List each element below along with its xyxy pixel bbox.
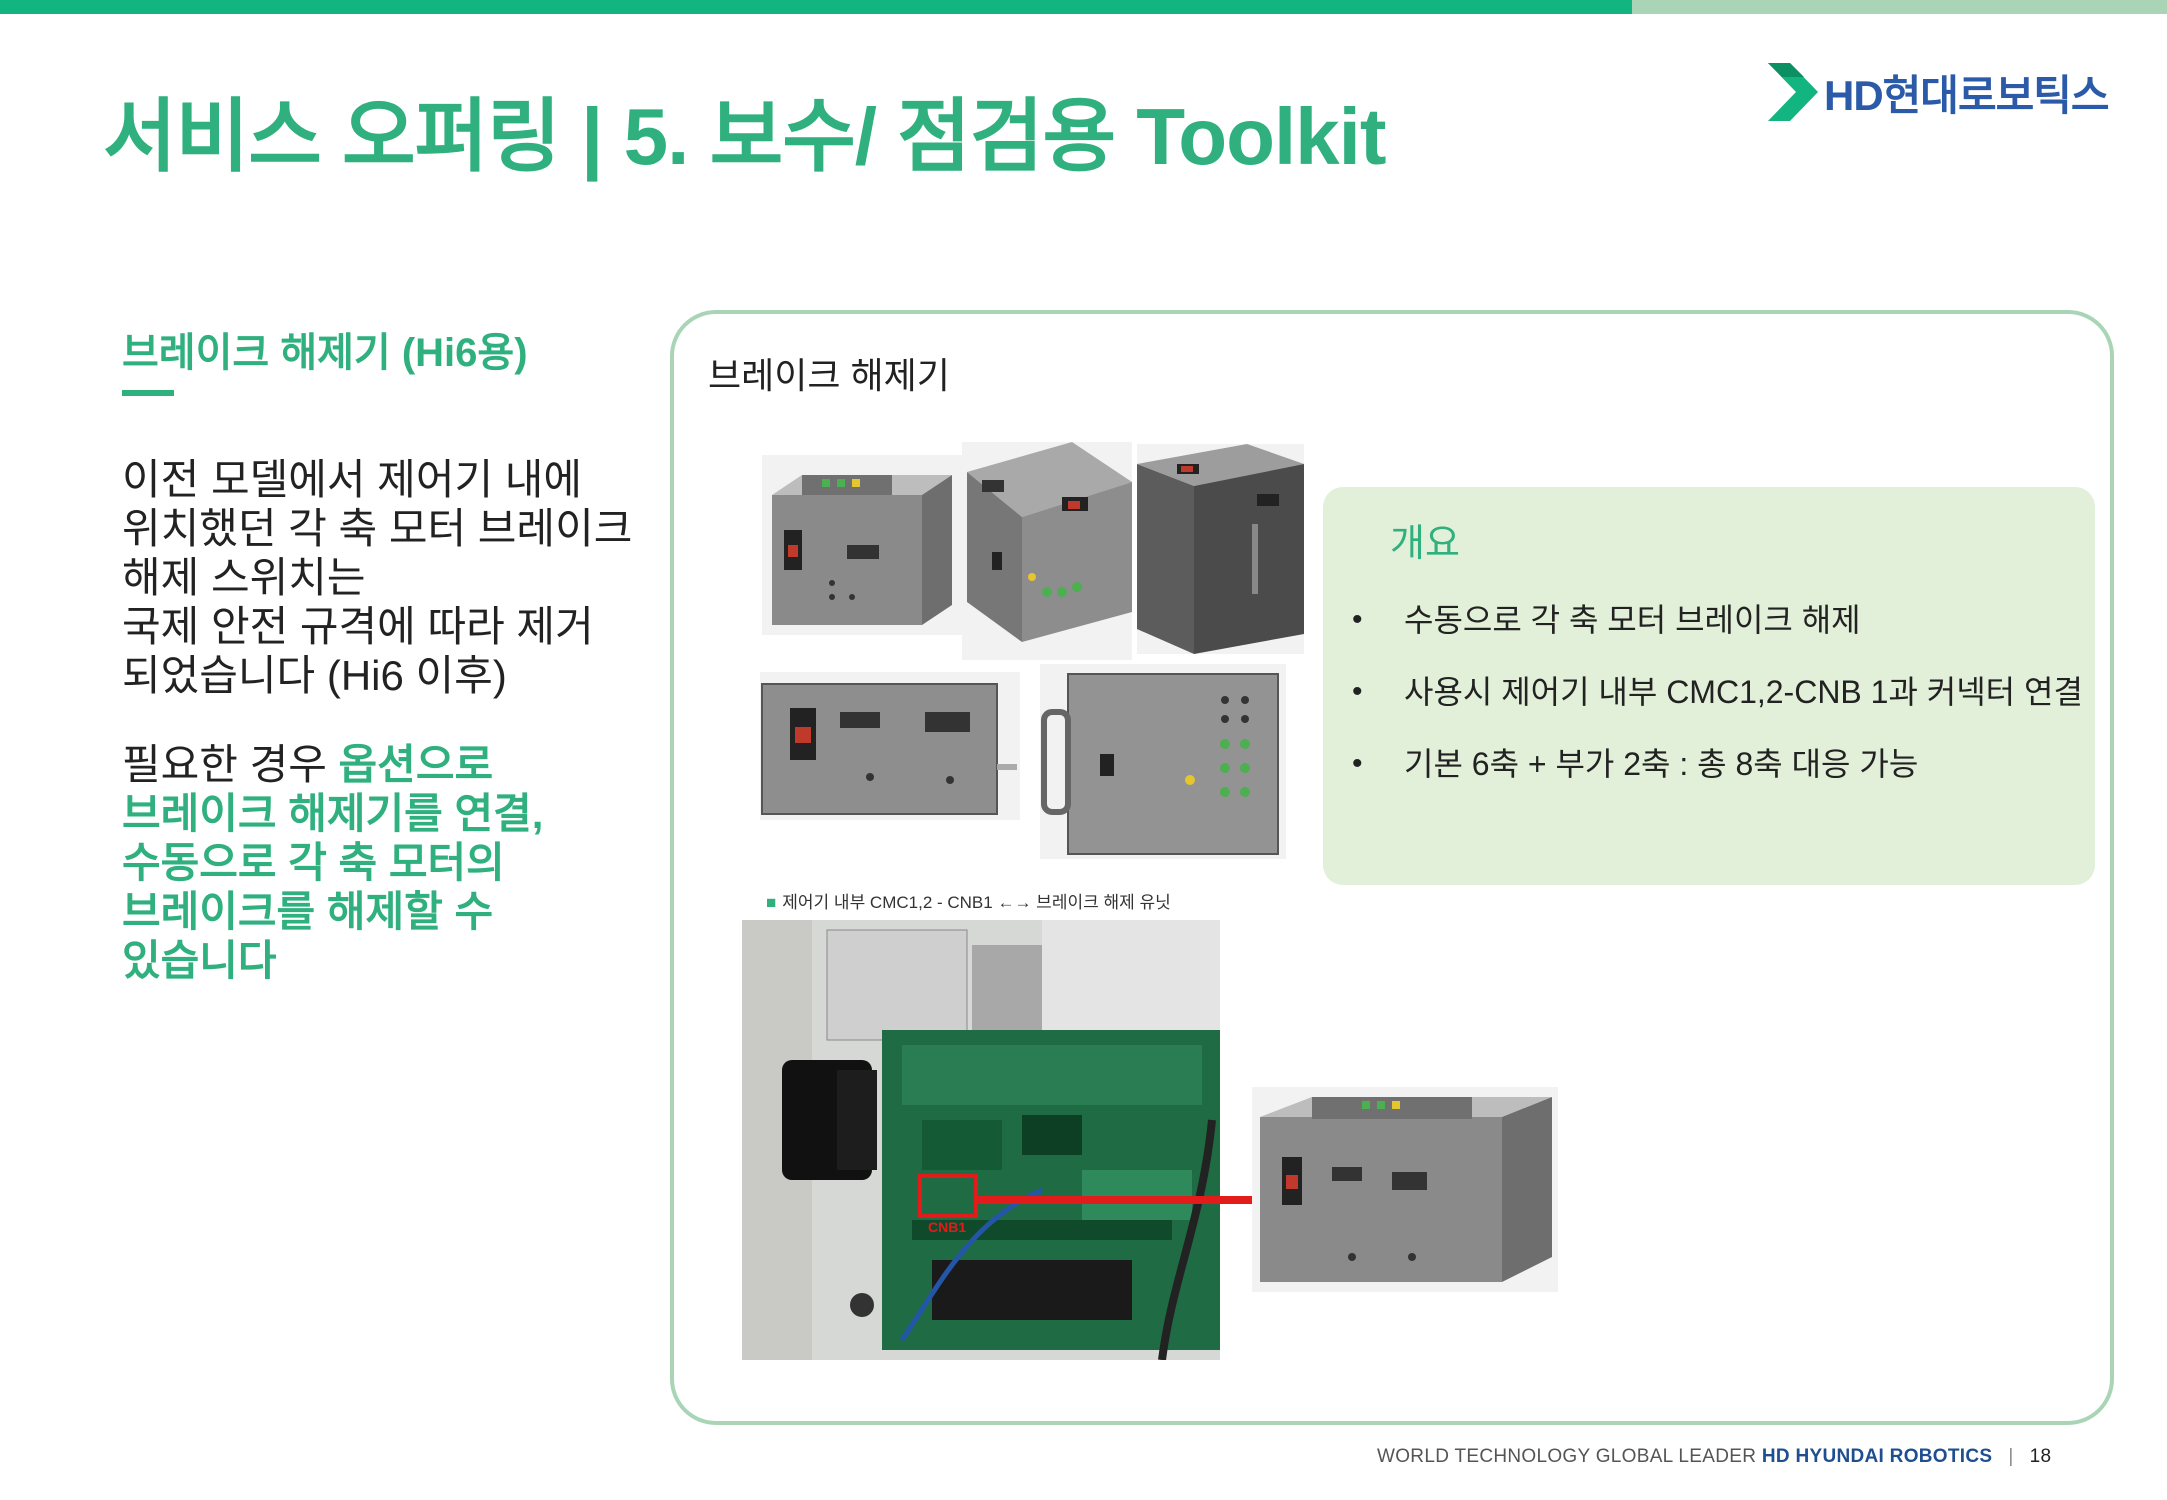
option-highlight: 수동으로 각 축 모터의 <box>122 839 505 886</box>
footer: WORLD TECHNOLOGY GLOBAL LEADER HD HYUNDA… <box>1377 1446 2051 1468</box>
top-accent-bar <box>0 0 1632 14</box>
brake-release-unit-back-image <box>1040 664 1286 859</box>
heading-underline <box>122 390 174 396</box>
brake-release-unit-top-image <box>962 442 1132 660</box>
company-logo: HD현대로보틱스 <box>1768 62 2110 122</box>
option-highlight: 브레이크를 해제할 수 <box>122 888 494 935</box>
intro-line: 이전 모델에서 제어기 내에 <box>122 456 583 503</box>
page-number: 18 <box>2029 1446 2052 1467</box>
photo-caption-text: 제어기 내부 CMC1,2 - CNB1 ←→ 브레이크 해제 유닛 <box>782 893 1171 912</box>
overview-bullet: 사용시 제어기 내부 CMC1,2-CNB 1과 커넥터 연결 <box>1352 670 2083 742</box>
brake-release-unit-image <box>762 455 962 635</box>
page-title: 서비스 오퍼링 | 5. 보수/ 점검용 Toolkit <box>103 92 1387 181</box>
option-highlight: 있습니다 <box>122 937 277 984</box>
logo-text: HD현대로보틱스 <box>1824 71 2110 119</box>
option-highlight: 옵션으로 <box>338 741 494 788</box>
controller-internal-photo: CNB1 <box>742 920 1220 1360</box>
panel-title: 브레이크 해제기 <box>708 355 950 396</box>
intro-line: 해제 스위치는 <box>122 554 366 601</box>
footer-brand: HD HYUNDAI ROBOTICS <box>1761 1446 1993 1467</box>
intro-line: 위치했던 각 축 모터 브레이크 <box>122 505 633 552</box>
overview-title: 개요 <box>1390 523 1460 565</box>
cnb1-label: CNB1 <box>928 1219 966 1235</box>
intro-line: 되었습니다 (Hi6 이후) <box>122 652 507 699</box>
option-highlight: 브레이크 해제기를 연결, <box>122 790 544 837</box>
logo-chevron-icon <box>1768 63 1818 121</box>
brake-release-unit-side-image <box>1137 444 1304 654</box>
intro-line: 국제 안전 규격에 따라 제거 <box>122 603 594 650</box>
overview-bullet-list: 수동으로 각 축 모터 브레이크 해제 사용시 제어기 내부 CMC1,2-CN… <box>1352 598 2083 814</box>
option-paragraph: 필요한 경우 옵션으로 브레이크 해제기를 연결, 수동으로 각 축 모터의 브… <box>122 740 682 985</box>
top-accent-bar-light <box>1632 0 2167 14</box>
footer-tagline: WORLD TECHNOLOGY GLOBAL LEADER <box>1377 1446 1762 1467</box>
footer-separator: | <box>2008 1446 2014 1467</box>
intro-paragraph: 이전 모델에서 제어기 내에 위치했던 각 축 모터 브레이크 해제 스위치는 … <box>122 455 682 700</box>
brake-release-unit-connected-image <box>1252 1087 1558 1292</box>
caption-bullet-icon: ■ <box>766 893 777 912</box>
overview-bullet: 수동으로 각 축 모터 브레이크 해제 <box>1352 598 2083 670</box>
section-heading: 브레이크 해제기 (Hi6용) <box>122 331 528 375</box>
overview-bullet: 기본 6축 + 부가 2축 : 총 8축 대응 가능 <box>1352 742 2083 814</box>
brake-release-unit-front-image <box>760 672 1020 820</box>
photo-caption: ■ 제어기 내부 CMC1,2 - CNB1 ←→ 브레이크 해제 유닛 <box>766 888 1171 913</box>
option-prefix: 필요한 경우 <box>122 741 339 788</box>
